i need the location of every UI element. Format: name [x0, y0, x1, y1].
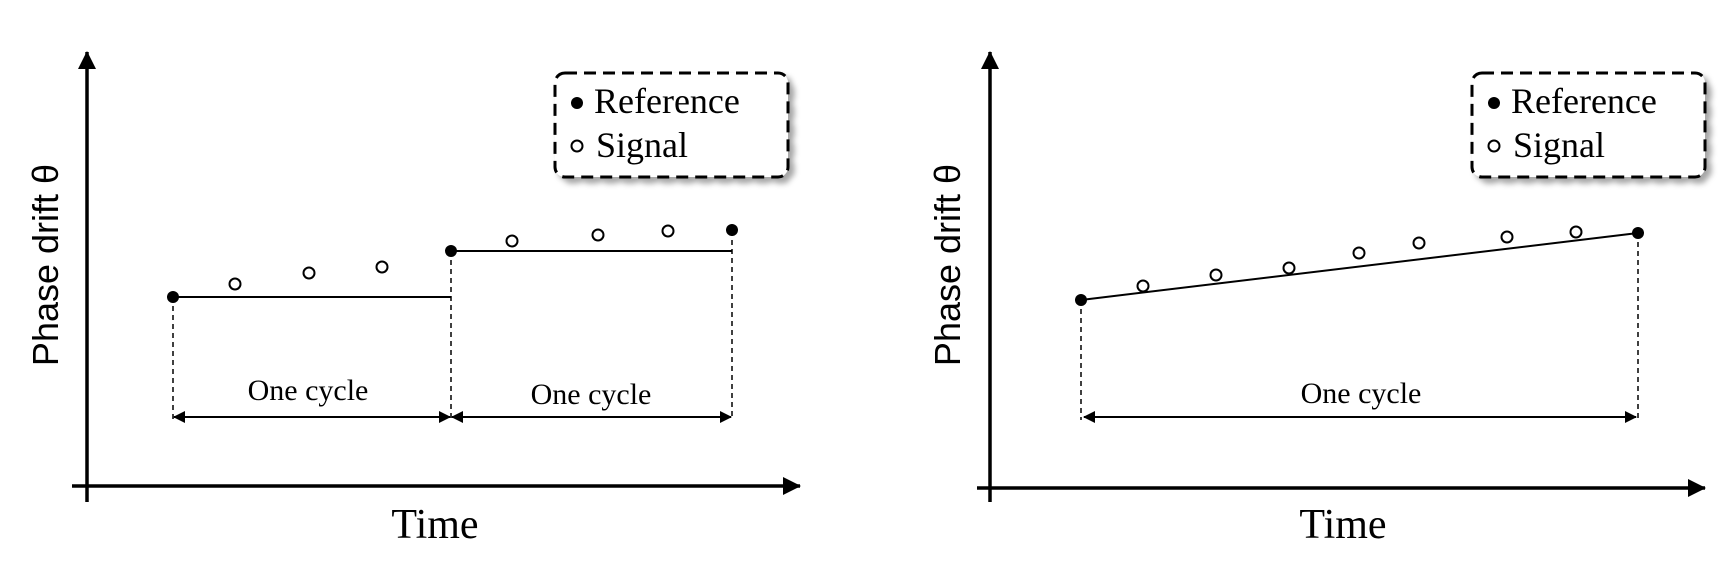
signal-point [1500, 230, 1514, 244]
legend-box [1470, 71, 1707, 179]
reference-point [1075, 294, 1087, 306]
x-axis-label-left: Time [391, 502, 478, 548]
reference-point [726, 224, 738, 236]
signal-point [228, 277, 242, 291]
legend-reference-label: Reference [594, 81, 740, 121]
reference-point [167, 291, 179, 303]
legend-box [553, 71, 790, 179]
signal-point [661, 224, 675, 238]
panel-left: Phase drift θ Time One cycle One cycle R… [25, 51, 801, 548]
y-axis-label-left: Phase drift θ [25, 164, 66, 366]
signal-point [1136, 279, 1150, 293]
cycle-label: One cycle [248, 374, 369, 407]
x-axis-label-right: Time [1299, 502, 1386, 548]
signal-point [375, 260, 389, 274]
legend-right: Reference Signal [1470, 71, 1707, 179]
phase-drift-line [1080, 232, 1639, 301]
cycle-label: One cycle [531, 378, 652, 411]
signal-point [1352, 246, 1366, 260]
y-axis-label-right: Phase drift θ [927, 164, 968, 366]
legend-reference-label: Reference [1511, 81, 1657, 121]
signal-point [505, 234, 519, 248]
reference-point [1632, 227, 1644, 239]
reference-legend-marker [571, 97, 583, 109]
reference-legend-marker [1488, 97, 1500, 109]
legend-left: Reference Signal [553, 71, 790, 179]
signal-legend-marker [570, 139, 584, 153]
signal-point [302, 266, 316, 280]
legend-signal-label: Signal [1513, 125, 1605, 165]
cycle-label: One cycle [1301, 377, 1422, 410]
signal-point [1209, 268, 1223, 282]
signal-point [1569, 225, 1583, 239]
signal-point [591, 228, 605, 242]
legend-signal-label: Signal [596, 125, 688, 165]
signal-point [1412, 236, 1426, 250]
signal-point [1282, 261, 1296, 275]
signal-legend-marker [1487, 139, 1501, 153]
reference-point [445, 245, 457, 257]
panel-right: Phase drift θ Time One cycle Reference S… [927, 51, 1707, 548]
